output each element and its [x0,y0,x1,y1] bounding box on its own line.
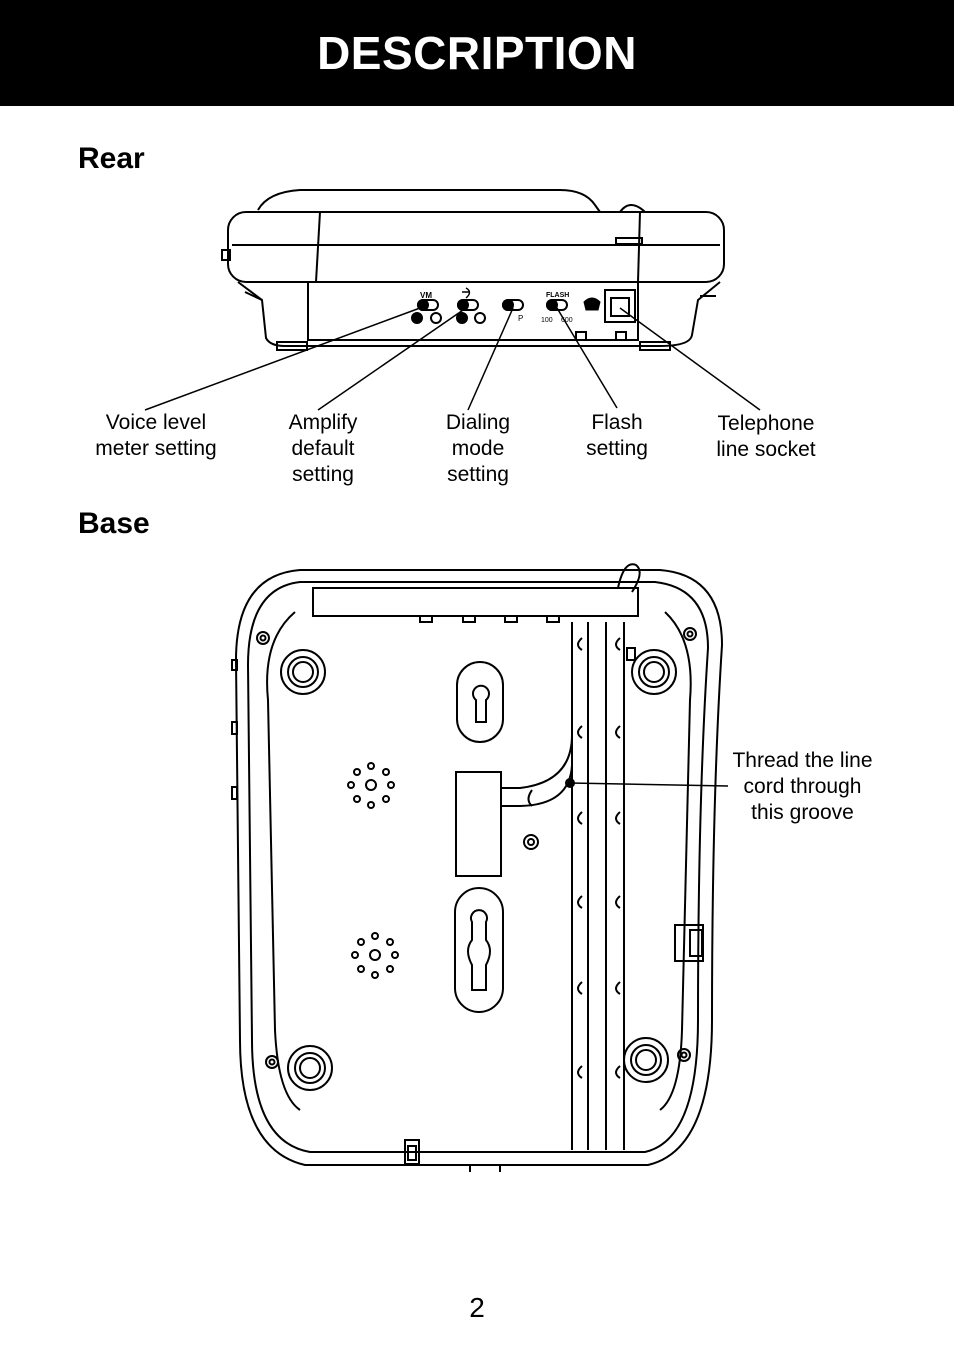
flash-100-mark: 100 [541,317,553,324]
callout-thread-line-cord: Thread the line cord through this groove [732,749,873,824]
callout-dialing-mode: Dialing mode setting [445,411,511,486]
base-section-title: Base [78,507,150,540]
callout-flash-setting: Flash setting [586,411,648,460]
callout-voice-level-meter: Voice level meter setting [95,411,217,460]
pulse-mark: P [518,314,523,323]
flash-600-mark: 600 [561,317,573,324]
vm-mark: VM [420,291,432,300]
page-title: DESCRIPTION [317,27,637,79]
rear-view-illustration: VM P FLASH 100 600 [144,189,761,411]
callout-telephone-line-socket: Telephone line socket [716,412,816,461]
page-header: DESCRIPTION [0,0,954,106]
rear-section-title: Rear [78,142,145,175]
flash-mark: FLASH [546,292,569,299]
callout-amplify-default: Amplify default setting [288,411,358,486]
page-number: 2 [469,1292,485,1323]
